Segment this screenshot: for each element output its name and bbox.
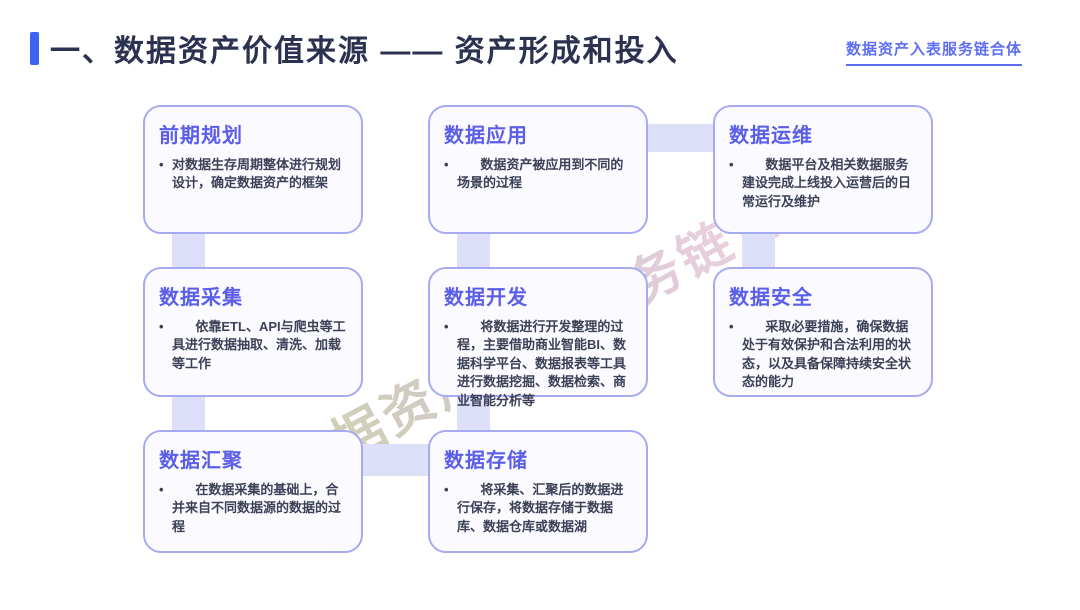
card-body-text: 采取必要措施，确保数据处于有效保护和合法利用的状态，以及具备保障持续安全状态的能… bbox=[742, 319, 912, 390]
connector-development-storage bbox=[457, 396, 490, 431]
bullet-icon: • bbox=[159, 482, 164, 497]
page-title: 一、数据资产价值来源 —— 资产形成和投入 bbox=[50, 35, 679, 68]
card-title: 数据安全 bbox=[729, 287, 813, 309]
connector-application-operations bbox=[646, 124, 715, 152]
connector-application-development bbox=[457, 233, 490, 268]
card-body: • 数据平台及相关数据服务建设完成上线投入运营后的日常运行及维护 bbox=[729, 156, 917, 211]
card-body-text: 数据平台及相关数据服务建设完成上线投入运营后的日常运行及维护 bbox=[742, 157, 912, 209]
card-data-collection: 数据采集 • 依靠ETL、API与爬虫等工具进行数据抽取、清洗、加载等工作 bbox=[143, 267, 363, 397]
card-data-operations: 数据运维 • 数据平台及相关数据服务建设完成上线投入运营后的日常运行及维护 bbox=[713, 105, 933, 234]
card-title: 数据应用 bbox=[444, 125, 528, 147]
connector-operations-security bbox=[742, 233, 775, 268]
card-data-development: 数据开发 • 将数据进行开发整理的过程，主要借助商业智能BI、数据科学平台、数据… bbox=[428, 267, 648, 408]
bullet-icon: • bbox=[444, 157, 449, 172]
card-body: • 采取必要措施，确保数据处于有效保护和合法利用的状态，以及具备保障持续安全状态… bbox=[729, 318, 917, 392]
card-data-aggregation: 数据汇聚 • 在数据采集的基础上，合并来自不同数据源的数据的过程 bbox=[143, 430, 363, 553]
card-title: 前期规划 bbox=[159, 125, 243, 147]
card-early-planning: 前期规划 • 对数据生存周期整体进行规划设计，确定数据资产的框架 bbox=[143, 105, 363, 234]
card-title: 数据开发 bbox=[444, 287, 528, 309]
card-body-text: 数据资产被应用到不同的场景的过程 bbox=[457, 157, 624, 191]
card-body-text: 将数据进行开发整理的过程，主要借助商业智能BI、数据科学平台、数据报表等工具进行… bbox=[457, 319, 627, 408]
card-body-text: 在数据采集的基础上，合并来自不同数据源的数据的过程 bbox=[172, 482, 342, 534]
bullet-icon: • bbox=[444, 482, 449, 497]
bullet-icon: • bbox=[729, 157, 734, 172]
card-title: 数据汇聚 bbox=[159, 450, 243, 472]
card-title: 数据运维 bbox=[729, 125, 813, 147]
bullet-icon: • bbox=[159, 319, 164, 334]
card-body: • 将采集、汇聚后的数据进行保存，将数据存储于数据库、数据仓库或数据湖 bbox=[444, 481, 632, 536]
card-title: 数据采集 bbox=[159, 287, 243, 309]
card-data-application: 数据应用 • 数据资产被应用到不同的场景的过程 bbox=[428, 105, 648, 234]
card-title: 数据存储 bbox=[444, 450, 528, 472]
brand-link[interactable]: 数据资产入表服务链合体 bbox=[845, 38, 1022, 66]
card-body-text: 依靠ETL、API与爬虫等工具进行数据抽取、清洗、加载等工作 bbox=[172, 319, 346, 371]
card-body: • 将数据进行开发整理的过程，主要借助商业智能BI、数据科学平台、数据报表等工具… bbox=[444, 318, 632, 410]
card-body-text: 对数据生存周期整体进行规划设计，确定数据资产的框架 bbox=[172, 157, 342, 191]
card-body-text: 将采集、汇聚后的数据进行保存，将数据存储于数据库、数据仓库或数据湖 bbox=[457, 482, 624, 534]
connector-collection-aggregation bbox=[172, 396, 205, 431]
connector-aggregation-storage bbox=[361, 444, 430, 476]
card-body: • 在数据采集的基础上，合并来自不同数据源的数据的过程 bbox=[159, 481, 347, 536]
bullet-icon: • bbox=[729, 319, 734, 334]
connector-planning-collection bbox=[172, 233, 205, 268]
card-data-storage: 数据存储 • 将采集、汇聚后的数据进行保存，将数据存储于数据库、数据仓库或数据湖 bbox=[428, 430, 648, 553]
bullet-icon: • bbox=[159, 157, 164, 172]
bullet-icon: • bbox=[444, 319, 449, 334]
card-body: • 数据资产被应用到不同的场景的过程 bbox=[444, 156, 632, 193]
card-data-security: 数据安全 • 采取必要措施，确保数据处于有效保护和合法利用的状态，以及具备保障持… bbox=[713, 267, 933, 397]
card-body: • 依靠ETL、API与爬虫等工具进行数据抽取、清洗、加载等工作 bbox=[159, 318, 347, 373]
title-accent-bar bbox=[30, 32, 39, 65]
card-body: • 对数据生存周期整体进行规划设计，确定数据资产的框架 bbox=[159, 156, 347, 193]
